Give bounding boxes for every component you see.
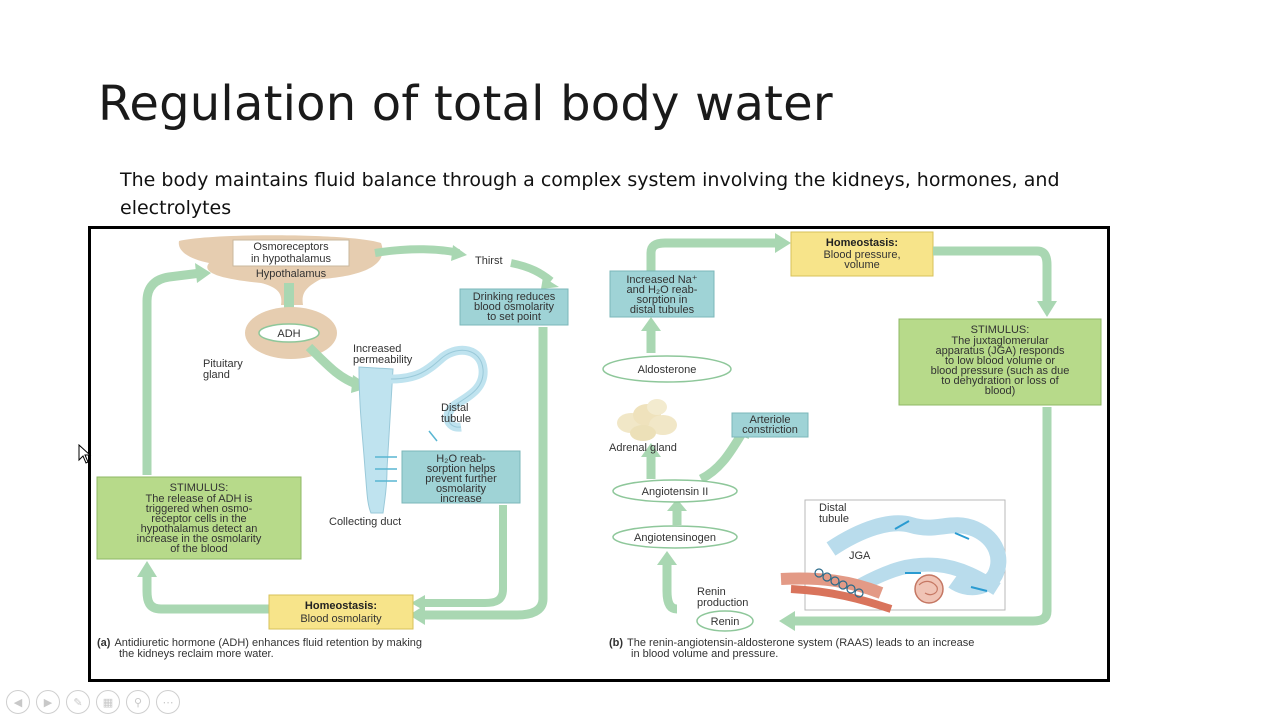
collecting-duct-shape: [358, 366, 394, 514]
caption-b-line-1: (b)The renin-angiotensin-aldosterone sys…: [609, 637, 974, 649]
renin-label: Renin: [711, 616, 740, 628]
stimulus-b-line-1: The juxtaglomerular: [951, 335, 1049, 347]
stimulus-b-box: [898, 318, 1102, 406]
renin-node: [696, 610, 754, 632]
caption-a-line-1: (a)Antidiuretic hormone (ADH) enhances f…: [97, 637, 422, 649]
homeostasis-b-line-1: Blood pressure,: [823, 249, 900, 261]
stimulus-a-line-3: receptor cells in the: [151, 513, 246, 525]
pituitary-label-2: gland: [203, 369, 230, 381]
drinking-label-2: blood osmolarity: [474, 301, 555, 313]
angiotensinogen-node: [612, 525, 738, 549]
na-label-3: sorption in: [637, 294, 688, 306]
homeostasis-b-title: Homeostasis:: [826, 237, 898, 249]
pen-icon[interactable]: ✎: [66, 690, 90, 714]
stimulus-a-title: STIMULUS:: [170, 482, 229, 494]
homeostasis-a-box: [268, 594, 414, 630]
pituitary-label-1: Pituitary: [203, 358, 243, 370]
figure-fluid-regulation: Osmoreceptors in hypothalamus Hypothalam…: [88, 226, 1110, 682]
distal-tubule-label-2: tubule: [441, 413, 471, 425]
h2o-label-3: prevent further: [425, 473, 497, 485]
stimulus-b-title: STIMULUS:: [971, 324, 1030, 336]
figure-diagram: Osmoreceptors in hypothalamus Hypothalam…: [96, 231, 1102, 660]
angiotensinogen-label: Angiotensinogen: [634, 532, 716, 544]
more-icon[interactable]: ⋯: [156, 690, 180, 714]
homeostasis-a-title: Homeostasis:: [305, 600, 377, 612]
na-reabsorption-box: [609, 270, 715, 318]
inset-distal-label-1: Distal: [819, 502, 847, 514]
slides-icon[interactable]: ▦: [96, 690, 120, 714]
inset-jga-label: JGA: [849, 550, 871, 562]
arteriole-label-1: Arteriole: [750, 414, 791, 426]
h2o-label-1: H₂O reab-: [436, 453, 486, 465]
arteriole-label-2: constriction: [742, 424, 798, 436]
h2o-label-5: increase: [440, 493, 482, 505]
play-icon[interactable]: ▶: [36, 690, 60, 714]
angiotensin-ii-label: Angiotensin II: [642, 486, 709, 498]
renin-production-label-2: production: [697, 597, 748, 609]
hypothalamus-label: Hypothalamus: [256, 268, 327, 280]
osmoreceptors-label-2: in hypothalamus: [251, 253, 332, 265]
slide-title: Regulation of total body water: [98, 76, 833, 132]
increased-permeability-label-1: Increased: [353, 343, 401, 355]
slideshow-controls: ◀ ▶ ✎ ▦ ⚲ ⋯: [6, 690, 180, 714]
stimulus-a-line-4: hypothalamus detect an: [141, 523, 258, 535]
stimulus-b-line-2: apparatus (JGA) responds: [935, 345, 1065, 357]
slide-body-text: The body maintains fluid balance through…: [120, 169, 1060, 219]
h2o-label-2: sorption helps: [427, 463, 496, 475]
stimulus-b-line-6: blood): [985, 385, 1016, 397]
drinking-box: [459, 288, 569, 326]
aldosterone-node: [602, 355, 732, 383]
stimulus-a-line-2: triggered when osmo-: [146, 503, 253, 515]
caption-b-line-2: in blood volume and pressure.: [631, 648, 778, 660]
stimulus-a-line-5: increase in the osmolarity: [137, 533, 262, 545]
prev-icon[interactable]: ◀: [6, 690, 30, 714]
increased-permeability-label-2: permeability: [353, 354, 413, 366]
h2o-label-4: osmolarity: [436, 483, 487, 495]
inset-distal-label-2: tubule: [819, 513, 849, 525]
homeostasis-a-sub: Blood osmolarity: [300, 613, 382, 625]
na-label-1: Increased Na⁺: [626, 274, 697, 286]
na-label-2: and H₂O reab-: [627, 284, 698, 296]
stimulus-a-box: [96, 476, 302, 560]
stimulus-b-line-3: to low blood volume or: [945, 355, 1055, 367]
angiotensin-ii-node: [612, 479, 738, 503]
homeostasis-b-line-2: volume: [844, 259, 879, 271]
adrenal-gland-shape: [617, 399, 677, 441]
arteriole-box: [731, 412, 809, 438]
stimulus-a-line-6: of the blood: [170, 543, 228, 555]
drinking-label-3: to set point: [487, 311, 541, 323]
adrenal-gland-label: Adrenal gland: [609, 442, 677, 454]
renin-production-label-1: Renin: [697, 586, 726, 598]
stimulus-b-line-4: blood pressure (such as due: [931, 365, 1070, 377]
na-label-4: distal tubules: [630, 304, 695, 316]
zoom-icon[interactable]: ⚲: [126, 690, 150, 714]
homeostasis-b-box: [790, 231, 934, 277]
distal-tubule-label-1: Distal: [441, 402, 469, 414]
mouse-cursor-icon: [78, 444, 92, 464]
aldosterone-label: Aldosterone: [638, 364, 697, 376]
h2o-reabsorption-box: [401, 450, 521, 504]
drinking-label-1: Drinking reduces: [473, 291, 556, 303]
stimulus-a-line-1: The release of ADH is: [146, 493, 253, 505]
osmoreceptors-label-1: Osmoreceptors: [253, 241, 329, 253]
caption-a-line-2: the kidneys reclaim more water.: [119, 648, 274, 660]
collecting-duct-label: Collecting duct: [329, 516, 401, 528]
adh-label: ADH: [277, 328, 300, 340]
stimulus-b-line-5: to dehydration or loss of: [941, 375, 1059, 387]
thirst-label: Thirst: [475, 255, 503, 267]
